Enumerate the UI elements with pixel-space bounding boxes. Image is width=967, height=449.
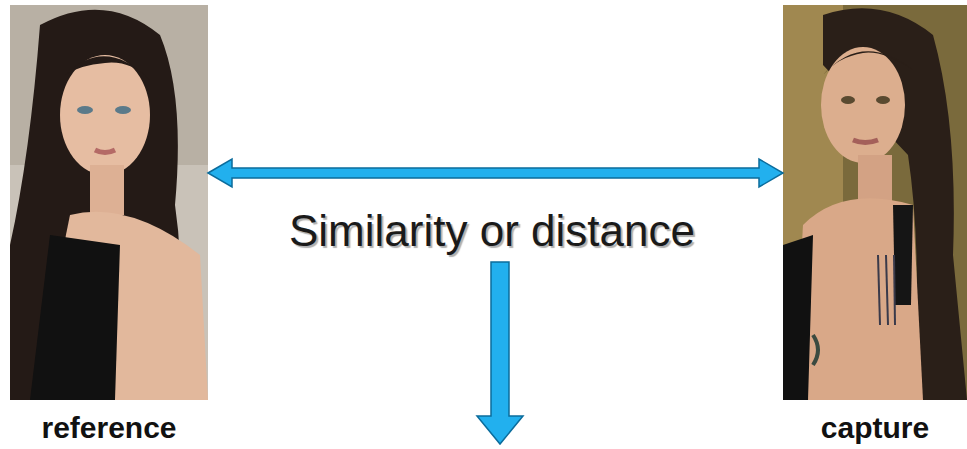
photo-caption: reference [10,411,208,445]
reference-photo [10,5,208,400]
photo-caption: capture [783,411,967,445]
photo-node: capture [783,5,967,445]
photo-node: reference [10,5,208,445]
capture-photo [783,5,967,400]
double-arrow [208,159,783,187]
down-arrow [465,258,535,448]
center-label: Similarity or distance [289,206,695,256]
